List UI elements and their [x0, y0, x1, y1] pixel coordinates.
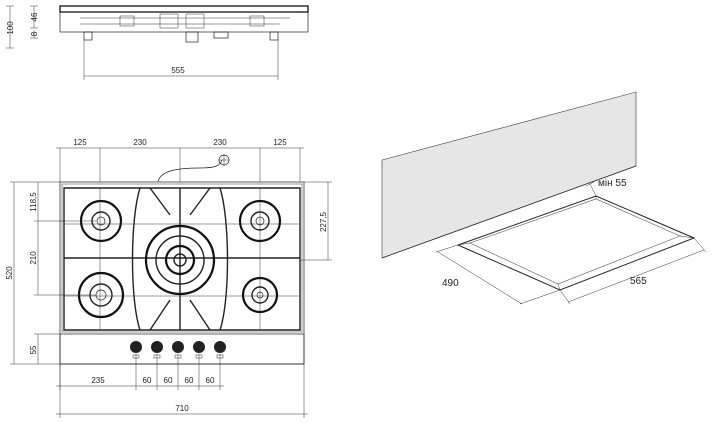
side-view-block — [213, 31, 229, 39]
hob-grate-area — [61, 183, 303, 333]
dim-line-118 — [34, 182, 96, 222]
gas-pipe — [157, 159, 223, 183]
burner-top-right — [238, 199, 282, 243]
dim-100: 100 — [6, 21, 15, 35]
side-view-grate-lines — [66, 11, 296, 25]
dim-line-227 — [300, 181, 332, 261]
dim-710: 710 — [175, 404, 189, 413]
dim-555: 555 — [171, 66, 185, 75]
dim-line-55-panel — [34, 333, 60, 364]
grates — [63, 187, 301, 331]
knobs — [130, 341, 226, 359]
side-view: 100 46 8 555 — [6, 5, 309, 80]
cutout-depth-lines — [457, 196, 695, 291]
dim-125-right: 125 — [273, 138, 287, 147]
dim-line-100 — [6, 5, 14, 49]
dim-60-2: 60 — [164, 376, 173, 385]
dim-line-210 — [34, 221, 96, 296]
dim-line-555 — [83, 40, 279, 80]
burner-bottom-right — [241, 276, 279, 314]
side-view-outline — [59, 5, 309, 33]
countertop-edge — [381, 165, 637, 259]
dim-490: 490 — [442, 278, 459, 289]
dim-230-left: 230 — [133, 138, 147, 147]
dim-60-4: 60 — [206, 376, 215, 385]
knob-icon — [193, 341, 205, 353]
dim-230-right: 230 — [213, 138, 227, 147]
dim-118: 118,5 — [29, 192, 38, 212]
side-view-burner-far — [249, 15, 265, 27]
side-view-foot-right — [269, 31, 279, 41]
knob-icon — [172, 341, 184, 353]
dim-55-panel: 55 — [29, 345, 38, 354]
dim-227: 227,5 — [319, 211, 328, 232]
dim-565: 565 — [630, 276, 647, 287]
dim-60-1: 60 — [143, 376, 152, 385]
dim-line-520 — [10, 181, 60, 365]
dim-line-710 — [56, 364, 308, 418]
dim-line-min55 — [585, 181, 597, 197]
dim-line-565 — [559, 237, 707, 305]
gas-connector-cross — [218, 154, 230, 166]
cutout-view: мін 55 490 565 — [381, 91, 707, 305]
dim-46: 46 — [30, 12, 39, 21]
dim-line-490 — [435, 244, 561, 305]
dim-60-3: 60 — [185, 376, 194, 385]
dim-min55: мін 55 — [598, 178, 627, 189]
dim-8: 8 — [30, 31, 39, 36]
dim-520: 520 — [5, 266, 14, 280]
side-view-burner-right — [185, 13, 205, 29]
knob-icon — [130, 341, 142, 353]
side-view-burner-left — [119, 15, 135, 27]
dim-line-8 — [30, 30, 38, 39]
side-view-burner-mid — [159, 13, 179, 29]
side-view-foot-left — [83, 31, 93, 41]
dim-235: 235 — [91, 376, 105, 385]
knob-icon — [151, 341, 163, 353]
side-view-connector — [185, 31, 199, 43]
dim-125-left: 125 — [73, 138, 87, 147]
knob-icon — [214, 341, 226, 353]
burner-center-wok — [144, 224, 216, 296]
top-view: 125 230 230 125 — [5, 138, 332, 418]
dim-line-knobs — [56, 354, 224, 390]
control-panel — [59, 333, 305, 365]
dim-line-spacing — [56, 147, 304, 182]
dim-line-46 — [30, 5, 38, 29]
dim-210: 210 — [29, 251, 38, 265]
side-view-top-plate — [59, 5, 309, 13]
